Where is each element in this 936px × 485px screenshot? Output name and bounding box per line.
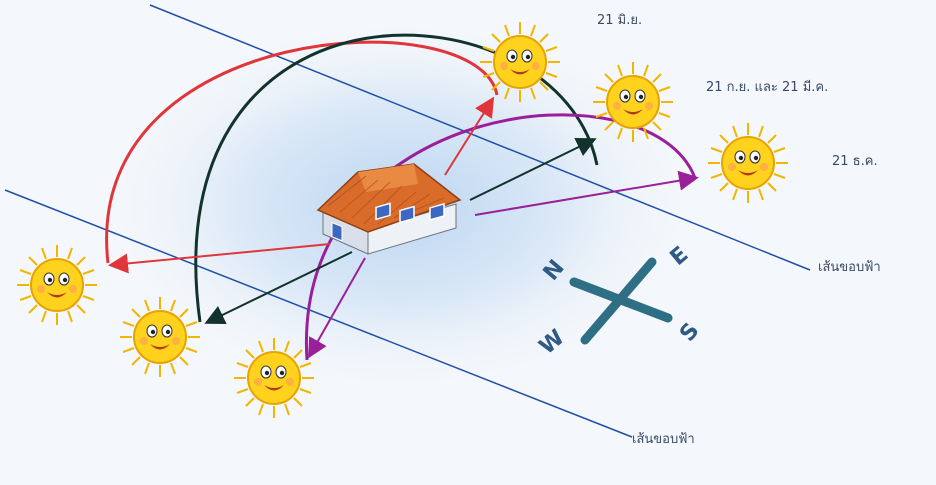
winter-sunset-ray [474,170,699,216]
sun-icon-winter-rise [233,337,315,419]
label-equinox: 21 ก.ย. และ 21 มี.ค. [706,80,829,95]
equinox-sunset-ray [469,138,597,201]
winter-sun-path [305,113,697,361]
label-summer-solstice: 21 มิ.ย. [597,13,643,28]
sun-icon-equinox-rise [119,296,201,378]
horizon-line-lower [4,189,633,438]
summer-sunset-ray [444,96,495,176]
sun-icon-equinox-set [592,61,674,143]
horizon-line-upper [149,4,811,271]
label-winter-solstice: 21 ธ.ค. [832,154,878,169]
winter-sunrise-ray [308,257,366,359]
sun-icon-summer-set [479,21,561,103]
sun-icon-winter-set [707,122,789,204]
house-icon [316,163,462,255]
equinox-sun-path [194,33,599,323]
label-horizon-upper: เส้นขอบฟ้า [818,260,881,275]
summer-sun-path [105,40,499,264]
equinox-sunrise-ray [204,251,353,324]
compass-cross-icon [569,257,673,345]
label-horizon-lower: เส้นขอบฟ้า [632,432,695,447]
summer-sunrise-ray [108,243,331,274]
sun-icon-summer-rise [16,244,98,326]
